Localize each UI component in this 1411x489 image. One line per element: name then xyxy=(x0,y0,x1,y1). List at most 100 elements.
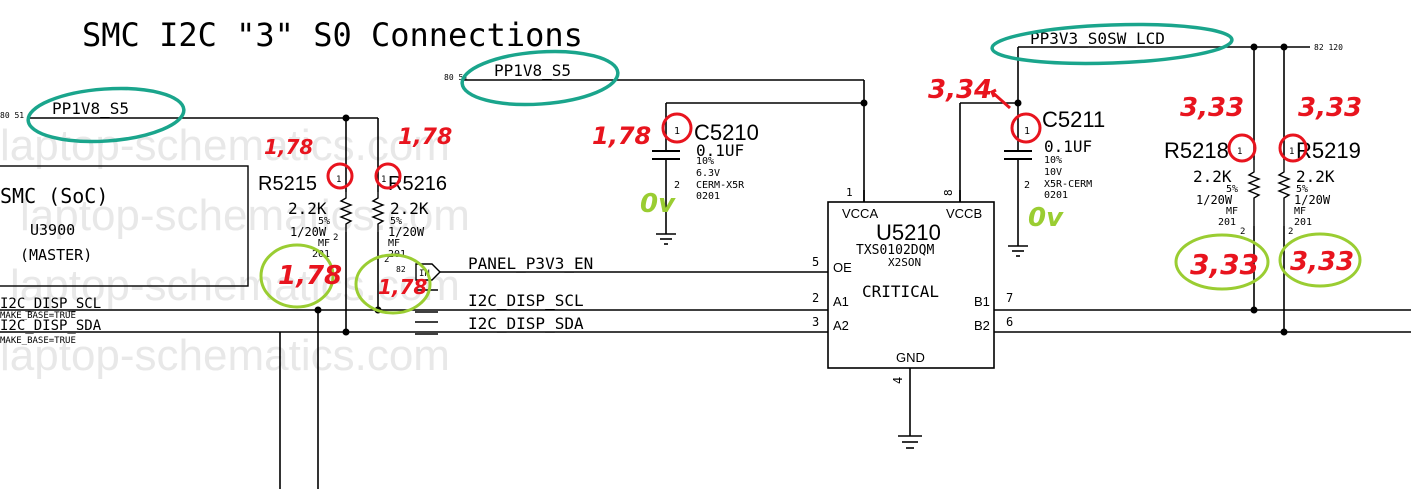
ic-package: X2SON xyxy=(888,256,921,269)
wires xyxy=(0,46,1411,489)
watermark-text-1: laptop-schematics.com xyxy=(0,121,450,170)
resistor-pin2: 2 xyxy=(333,233,338,243)
pin-circle xyxy=(1278,232,1362,288)
rail-highlight-oval xyxy=(26,86,186,144)
smc-sda-label: I2C_DISP_SDA xyxy=(0,318,102,334)
resistor-size: 201 xyxy=(1218,217,1236,228)
net-labels: IN 82 PANEL_P3V3_EN I2C_DISP_SCL I2C_DIS… xyxy=(396,254,593,333)
resistor-value: 2.2K xyxy=(390,199,429,218)
resistor-power: 1/20W xyxy=(1294,193,1331,207)
smc-sda-attr: MAKE_BASE=TRUE xyxy=(0,336,76,346)
capacitor-tol: 10% xyxy=(1044,155,1062,166)
capacitor-dielectric: X5R-CERM xyxy=(1044,179,1092,190)
voltage-note: 3,33 xyxy=(1190,248,1259,281)
pin-circle xyxy=(259,243,335,309)
voltage-note: 1,78 xyxy=(264,135,313,159)
resistor-power: 1/20W xyxy=(1196,193,1233,207)
green-pin-circles xyxy=(259,232,1362,315)
resistor-power: 1/20W xyxy=(290,225,327,239)
junction-dot xyxy=(1250,306,1258,314)
red-arrow xyxy=(990,88,1011,110)
ic-pin-vcca: VCCA xyxy=(842,206,878,221)
voltage-note: 3,33 xyxy=(1298,93,1362,123)
resistor-r5218: R5218 1 2 2.2K 5% 1/20W MF 201 xyxy=(1164,138,1261,237)
capacitor-value: 0.1UF xyxy=(696,141,744,160)
smc-block: SMC (SoC) U3900 (MASTER) I2C_DISP_SCL MA… xyxy=(0,165,249,346)
smc-scl-label: I2C_DISP_SCL xyxy=(0,296,101,312)
teal-highlights xyxy=(26,22,1234,144)
capacitor-voltage: 6.3V xyxy=(696,168,720,179)
capacitor-ref: C5210 xyxy=(694,120,759,145)
net-scl: I2C_DISP_SCL xyxy=(468,291,584,310)
smc-outline xyxy=(0,165,249,287)
pin-circle xyxy=(1010,112,1042,144)
capacitor-c5211: C5211 1 2 0.1UF 10% 10V X5R-CERM 0201 xyxy=(1004,107,1105,201)
capacitor-size: 0201 xyxy=(1044,190,1068,201)
capacitor-voltage: 10V xyxy=(1044,167,1062,178)
resistor-pin2: 2 xyxy=(384,255,389,265)
pin-circle xyxy=(354,253,432,315)
resistor-power: 1/20W xyxy=(388,225,425,239)
resistor-value: 2.2K xyxy=(1193,167,1232,186)
smc-role: (MASTER) xyxy=(20,246,92,264)
voltage-note: 3,33 xyxy=(1290,247,1354,277)
page-title: SMC I2C "3" S0 Connections xyxy=(82,16,583,54)
ic-pin-b2: B2 xyxy=(974,318,990,333)
smc-scl-attr: MAKE_BASE=TRUE xyxy=(0,311,76,321)
ic-ref: U5210 xyxy=(876,220,941,245)
pin-circle xyxy=(661,112,693,144)
capacitor-ref: C5211 xyxy=(1042,107,1105,132)
resistor-pin1: 1 xyxy=(336,175,341,185)
ic-pin-a2: A2 xyxy=(833,318,849,333)
ic-pinnum: 7 xyxy=(1006,291,1013,305)
rail-name: PP1V8_S5 xyxy=(52,99,129,118)
capacitor-c5210: C5210 1 2 0.1UF 10% 6.3V CERM-X5R 0201 xyxy=(652,120,759,202)
junction-dot xyxy=(1280,43,1288,51)
pin-circle xyxy=(374,162,402,190)
ic-outline xyxy=(827,201,995,369)
voltage-note: 1,78 xyxy=(378,275,427,299)
ic-part: TXS0102DQM xyxy=(856,243,934,258)
resistor-type: MF xyxy=(1226,206,1238,217)
rail-highlight-oval xyxy=(460,49,620,107)
junction-dot xyxy=(342,328,350,336)
rail-mid: 80 51 PP1V8_S5 xyxy=(444,61,571,82)
net-sda: I2C_DISP_SDA xyxy=(468,314,584,333)
capacitor-pin2: 2 xyxy=(674,180,680,191)
rail-refs: 80 51 xyxy=(444,73,468,82)
watermark-layer: laptop-schematics.com laptop-schematics.… xyxy=(0,121,470,380)
voltage-note: 1,78 xyxy=(398,125,452,150)
junction-dot xyxy=(1014,99,1022,107)
junction-dot xyxy=(860,99,868,107)
resistor-pin1: 1 xyxy=(1237,147,1242,157)
resistor-pin2: 2 xyxy=(1240,227,1245,237)
capacitor-pin1: 1 xyxy=(1024,126,1030,137)
capacitor-value: 0.1UF xyxy=(1044,137,1092,156)
capacitor-tol: 10% xyxy=(696,156,714,167)
junction-dot xyxy=(1250,43,1258,51)
rail-left: 80 51 PP1V8_S5 xyxy=(0,99,129,120)
resistor-tol: 5% xyxy=(318,216,330,227)
resistor-value: 2.2K xyxy=(1296,167,1335,186)
input-port-tag: IN xyxy=(419,269,430,279)
resistor-ref: R5215 xyxy=(258,173,317,195)
pin-circle xyxy=(326,162,354,190)
ic-pinnum: 6 xyxy=(1006,315,1013,329)
ic-pin-a1: A1 xyxy=(833,294,849,309)
capacitor-pin1: 1 xyxy=(674,126,680,137)
pin-circle xyxy=(1278,133,1308,163)
resistor-tol: 5% xyxy=(1296,184,1308,195)
ic-pin-vccb: VCCB xyxy=(946,206,982,221)
ic-pin-oe: OE xyxy=(833,260,852,275)
junction-dot xyxy=(1280,328,1288,336)
watermark-text-4: laptop-schematics.com xyxy=(0,331,450,380)
resistor-value: 2.2K xyxy=(288,199,327,218)
ic-pinnum: 5 xyxy=(812,255,819,269)
ic-pin-gnd: GND xyxy=(896,350,925,365)
rail-name: PP1V8_S5 xyxy=(494,61,571,80)
ic-pinnum: 1 xyxy=(846,186,853,199)
rail-right: PP3V3_S0SW_LCD 82 120 xyxy=(1030,29,1343,52)
voltage-note: 1,78 xyxy=(278,261,342,291)
voltage-note: 0v xyxy=(1028,203,1064,233)
